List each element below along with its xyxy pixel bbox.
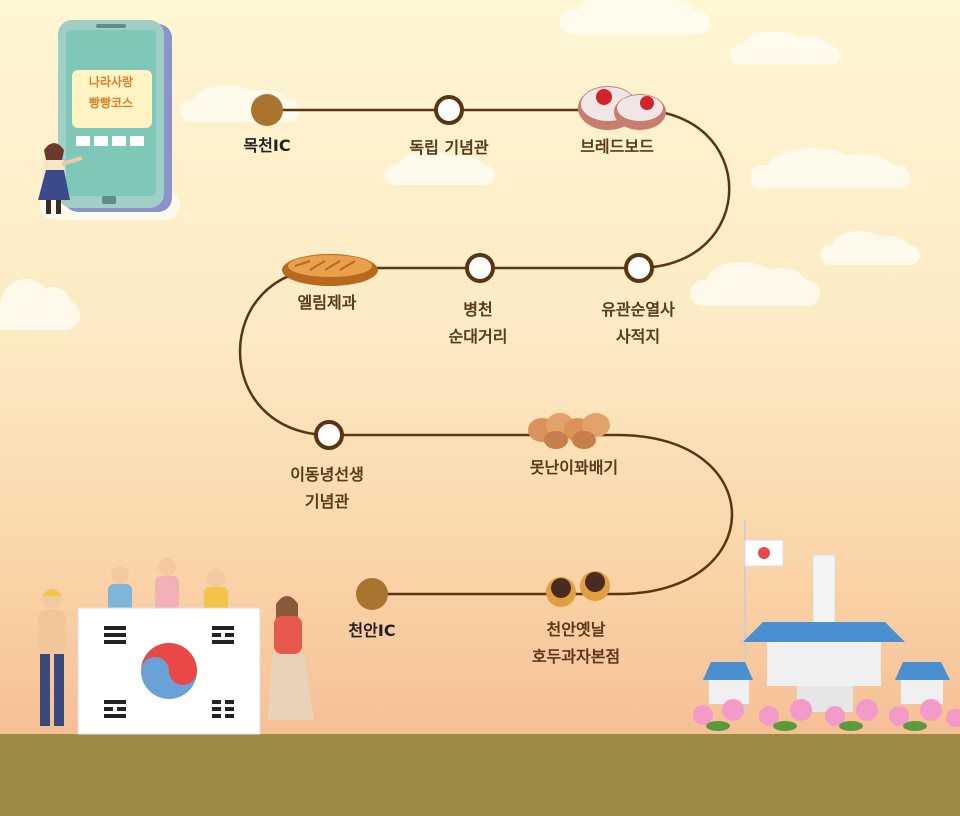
people-with-taegukgi-illustration: [38, 558, 314, 735]
stop-marker-cheonan-ic: [356, 578, 388, 610]
independence-hall-illustration: [693, 520, 960, 731]
stop-marker-yugwansun: [624, 253, 654, 283]
stop-label-yugwansun: 유관순열사 사적지: [601, 300, 675, 346]
cloud: [750, 148, 910, 189]
stop-label-cheonan-walnut: 천안옛날 호두과자본점: [531, 620, 621, 666]
cloud: [0, 279, 80, 330]
stop-marker-independence-hall: [434, 95, 464, 125]
stop-marker-idongnyeong: [314, 420, 344, 450]
stop-label-ellim: 엘림제과: [297, 293, 357, 312]
stop-marker-byeongcheon: [465, 253, 495, 283]
cloud: [560, 0, 710, 34]
phone-title: 나라사랑 빵빵코스: [88, 75, 134, 110]
walnut-cake-icon: [546, 571, 610, 607]
stop-label-independence-hall: 독립 기념관: [409, 138, 489, 157]
ground: [0, 734, 960, 816]
cloud: [690, 261, 820, 306]
phone-illustration: [38, 20, 172, 214]
twisted-doughnut-icon: [528, 413, 610, 449]
stop-label-breadboard: 브레드보드: [580, 137, 654, 156]
cloud: [385, 151, 495, 185]
stop-label-cheonan-ic: 천안IC: [348, 621, 396, 640]
bread-loaf-icon: [282, 254, 378, 286]
stop-label-mokcheon-ic: 목천IC: [243, 136, 291, 155]
cloud: [820, 231, 920, 265]
stop-marker-mokcheon-ic: [251, 94, 283, 126]
stop-label-idongnyeong: 이동녕선생 기념관: [290, 465, 364, 511]
cloud: [730, 31, 840, 65]
stop-label-byeongcheon: 병천 순대거리: [448, 300, 508, 346]
stop-label-motnani: 못난이꽈배기: [529, 458, 619, 477]
donut-bread-icon: [578, 86, 666, 130]
